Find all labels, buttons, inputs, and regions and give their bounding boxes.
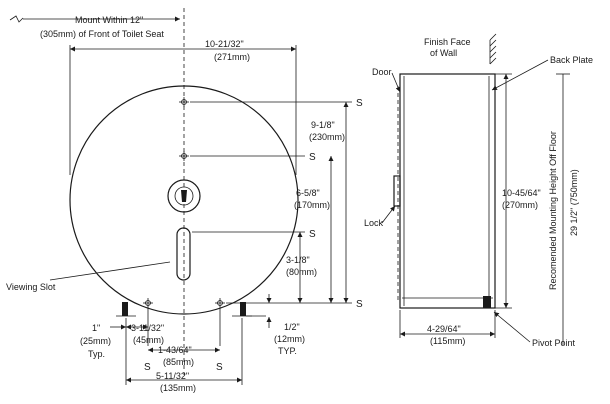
s-label-3: S bbox=[309, 229, 316, 240]
side-view: Finish Face of Wall Door Back Plate Lock… bbox=[364, 33, 593, 348]
finish-face-line2: of Wall bbox=[430, 48, 457, 58]
front-view: Mount Within 12" (305mm) of Front of Toi… bbox=[6, 8, 363, 393]
mounting-hole-bottom-right bbox=[215, 298, 225, 308]
height-mm: (270mm) bbox=[502, 200, 538, 210]
back-plate-label: Back Plate bbox=[550, 55, 593, 65]
break-line bbox=[9, 15, 24, 23]
dim-6-mm: (170mm) bbox=[294, 200, 330, 210]
pivot-hinge-right bbox=[232, 302, 252, 317]
dim-143-inches: 1-43/64" bbox=[158, 345, 192, 355]
one-inch-mm: (25mm) bbox=[80, 336, 111, 346]
lock-label: Lock bbox=[364, 218, 384, 228]
mount-note-line2: (305mm) of Front of Toilet Seat bbox=[40, 29, 164, 39]
finish-face-line1: Finish Face bbox=[424, 37, 471, 47]
dim-311-inches: 3-11/32" bbox=[131, 323, 164, 333]
viewing-slot bbox=[176, 227, 191, 281]
side-body-outline bbox=[399, 73, 496, 309]
dim-9-inches: 9-1/8" bbox=[311, 120, 335, 130]
pivot-point-label: Pivot Point bbox=[532, 338, 576, 348]
viewing-slot-label: Viewing Slot bbox=[6, 282, 56, 292]
s-label-2: S bbox=[309, 152, 316, 163]
wall-hatch bbox=[489, 33, 497, 65]
pivot-point-leader bbox=[493, 311, 531, 343]
pivot-block bbox=[483, 296, 491, 308]
width-mm: (271mm) bbox=[214, 52, 250, 62]
one-inch-typ: Typ. bbox=[88, 349, 105, 359]
s-label-6: S bbox=[216, 362, 223, 373]
side-lock-knob bbox=[393, 175, 401, 207]
lock-cylinder bbox=[167, 179, 201, 213]
mounting-height-value: 29 1/2" (750mm) bbox=[569, 169, 579, 236]
dim-3-inches: 3-1/8" bbox=[286, 255, 310, 265]
one-inch-inches: 1" bbox=[92, 323, 100, 333]
s-label-1: S bbox=[356, 98, 363, 109]
dim-311-mm: (45mm) bbox=[133, 335, 164, 345]
half-inch-typ: TYP. bbox=[278, 346, 297, 356]
dim-511-inches: 5-11/32" bbox=[156, 371, 189, 381]
depth-mm: (115mm) bbox=[430, 336, 465, 346]
s-label-4: S bbox=[356, 299, 363, 310]
mounting-hole-middle bbox=[179, 151, 189, 161]
height-inches: 10-45/64" bbox=[502, 188, 541, 198]
dispenser-body-circle bbox=[69, 85, 299, 315]
pivot-hinge-left bbox=[116, 302, 136, 317]
mounting-hole-bottom-left bbox=[143, 298, 153, 308]
dim-511-mm: (135mm) bbox=[160, 383, 196, 393]
depth-inches: 4-29/64" bbox=[427, 324, 461, 334]
dim-143-mm: (85mm) bbox=[163, 357, 194, 367]
viewing-slot-leader bbox=[49, 261, 171, 281]
dim-6-inches: 6-5/8" bbox=[296, 188, 320, 198]
door-label: Door bbox=[372, 67, 392, 77]
mount-note-line1: Mount Within 12" bbox=[75, 15, 143, 25]
mounting-hole-top bbox=[179, 97, 189, 107]
door-leader bbox=[391, 72, 401, 93]
dim-3-mm: (80mm) bbox=[286, 267, 317, 277]
lock-leader bbox=[381, 205, 396, 224]
mounting-height-label: Recomended Mounting Height Off Floor bbox=[548, 131, 558, 290]
width-inches: 10-21/32" bbox=[205, 39, 244, 49]
half-inch-inches: 1/2" bbox=[284, 322, 300, 332]
back-plate-leader bbox=[491, 59, 549, 91]
dim-9-mm: (230mm) bbox=[309, 132, 345, 142]
half-inch-mm: (12mm) bbox=[274, 334, 305, 344]
s-label-5: S bbox=[144, 362, 151, 373]
